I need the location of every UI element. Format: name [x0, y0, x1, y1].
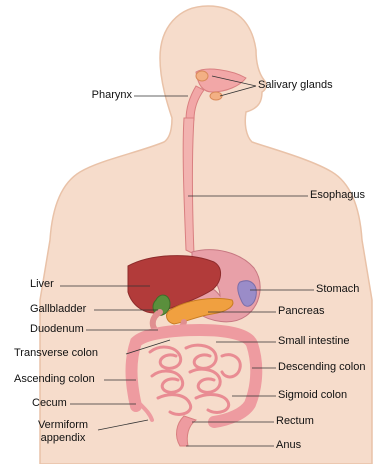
label-sigmoid-colon: Sigmoid colon	[278, 389, 347, 402]
label-liver: Liver	[30, 278, 54, 291]
label-appendix: appendix	[30, 432, 96, 445]
label-rectum: Rectum	[276, 415, 314, 428]
label-small-intestine: Small intestine	[278, 335, 350, 348]
label-descending-colon: Descending colon	[278, 361, 365, 374]
label-duodenum: Duodenum	[30, 323, 84, 336]
label-vermiform: Vermiform	[30, 419, 96, 432]
label-cecum: Cecum	[32, 397, 67, 410]
label-ascending-colon: Ascending colon	[14, 373, 95, 386]
label-transverse-colon: Transverse colon	[14, 347, 98, 360]
label-pancreas: Pancreas	[278, 305, 324, 318]
label-anus: Anus	[276, 439, 301, 452]
salivary-gland-upper	[196, 71, 208, 81]
label-gallbladder: Gallbladder	[30, 303, 86, 316]
label-salivary-glands: Salivary glands	[258, 79, 333, 92]
label-pharynx: Pharynx	[92, 89, 132, 102]
label-esophagus: Esophagus	[310, 189, 365, 202]
label-stomach: Stomach	[316, 283, 359, 296]
